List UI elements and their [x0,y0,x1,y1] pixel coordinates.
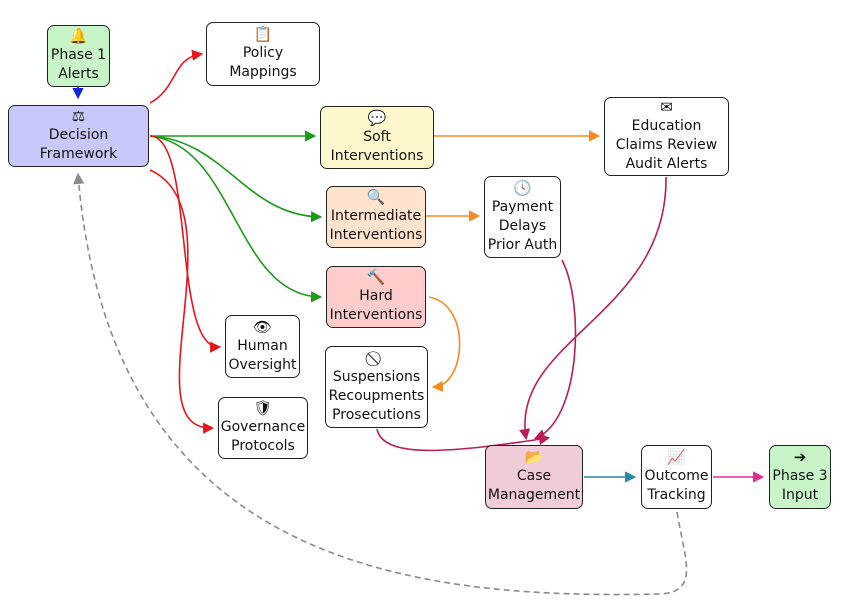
envelope-icon: ✉ [660,98,673,116]
edge-payment-delays-to-case-management [533,259,577,440]
gavel-icon: 🔨 [366,268,386,286]
clock-icon: 🕓 [513,178,532,197]
node-label-line: Management [487,487,581,503]
node-label-line: Hard [359,288,393,304]
node-label-line: Soft [363,128,391,145]
node-label-line: Alerts [58,66,99,82]
node-label-line: Governance [220,419,306,435]
arrow-right-icon: ➔ [793,448,807,466]
edge-decision-framework-to-policy-mappings [149,49,204,104]
edge-decision-framework-to-human-oversight [149,135,222,353]
search-icon: 🔍 [366,188,386,206]
node-label-line: Mappings [229,64,297,80]
node-label-line: Framework [39,146,118,162]
edge-decision-framework-to-governance-protocols [149,169,215,434]
edge-decision-framework-to-hard-interventions [149,135,323,303]
node-label-line: Claims Review [615,137,718,153]
node-phase1-alerts: 🔔 Phase 1 Alerts [47,25,110,87]
node-label-line: Phase 3 [772,468,828,484]
balance-scale-icon: ⚖ [71,107,86,125]
edge-hard-interventions-to-suspensions [428,296,461,393]
node-label-line: Tracking [647,487,706,503]
node-phase3-input: ➔ Phase 3 Input [769,445,831,509]
chart-line-icon: 📈 [667,448,686,466]
eye-icon: 👁 [252,317,273,336]
edge-outcome-tracking-to-decision-framework [73,172,688,596]
node-label-line: Prior Auth [487,236,558,253]
comment-icon: 💬 [367,108,387,127]
shield-icon: 🛡 [253,399,273,417]
node-label-line: Delays [498,217,547,234]
node-label-line: Recoupments [328,387,425,404]
node-label-line: Education [631,118,702,134]
node-label-line: Human [237,337,288,354]
node-label-line: Input [781,487,819,503]
node-label-line: Suspensions [332,368,421,385]
node-label-line: Phase 1 [50,47,107,63]
node-label-line: Interventions [330,147,424,164]
node-label-line: Payment [491,198,554,215]
node-label-line: Protocols [231,438,295,454]
edge-suspensions-to-case-management [376,428,551,452]
bell-icon: 🔔 [69,27,88,45]
folder-open-icon: 📂 [524,448,544,466]
node-label-line: Policy [242,45,284,61]
node-label-line: Interventions [329,307,423,323]
node-label-line: Intermediate [330,208,422,224]
node-label-line: Decision [48,127,109,143]
node-label-line: Outcome [644,468,709,484]
node-label-line: Interventions [329,227,423,243]
edge-decision-framework-to-intermediate-interventions [149,135,323,223]
edge-education-to-case-management [519,176,667,441]
clipboard-icon: 📋 [253,25,273,43]
node-label-line: Audit Alerts [625,156,708,172]
node-label-line: Case [516,468,552,484]
node-label-line: Prosecutions [332,406,421,423]
node-label-line: Oversight [228,356,297,373]
